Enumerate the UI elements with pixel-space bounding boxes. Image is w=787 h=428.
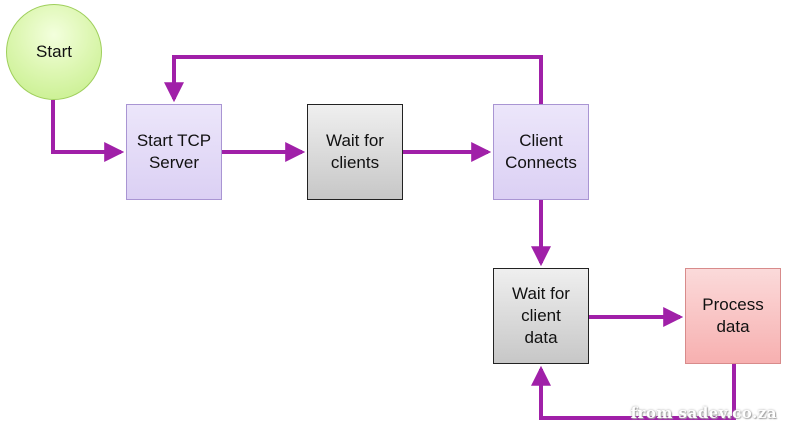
process-data-node: Process data xyxy=(685,268,781,364)
wait-for-clients-node: Wait for clients xyxy=(307,104,403,200)
arrow-process-loop-to-wait-data xyxy=(531,364,736,420)
arrow-client-loop-to-tcp xyxy=(164,55,543,104)
start-tcp-server-node: Start TCP Server xyxy=(126,104,222,200)
arrow-start-to-tcp xyxy=(51,100,125,162)
wait-for-client-data-node: Wait for client data xyxy=(493,268,589,364)
client-connects-node: Client Connects xyxy=(493,104,589,200)
start-node: Start xyxy=(6,4,102,100)
watermark-text: from sadev.co.za xyxy=(630,404,777,422)
